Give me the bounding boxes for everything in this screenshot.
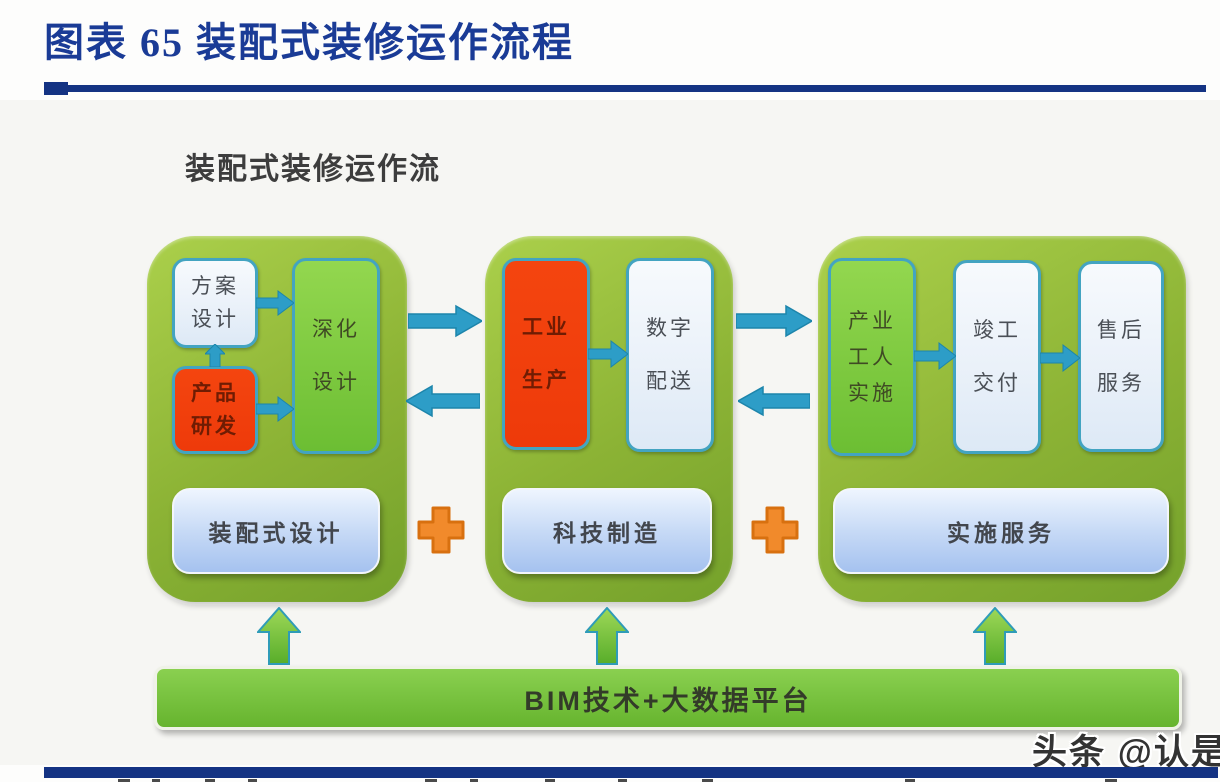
- watermark: 头条 @认是: [1032, 733, 1220, 772]
- arrow-right-icon: [735, 304, 814, 338]
- arrow-right-icon: [1039, 343, 1081, 373]
- pill-assembly-design: 装配式设计: [172, 488, 380, 574]
- cropped-text-fragment: [425, 779, 437, 782]
- node-label-line: 研发: [191, 415, 239, 438]
- cropped-text-fragment: [702, 779, 713, 782]
- node-label-line: 设计: [191, 308, 239, 331]
- arrow-up-icon: [255, 606, 303, 665]
- node-scheme-design: 方案 设计: [172, 258, 258, 348]
- arrow-up-icon: [971, 606, 1019, 665]
- arrow-left-icon: [736, 385, 811, 417]
- node-label-line: 售后: [1097, 318, 1145, 342]
- node-label-line: 服务: [1097, 371, 1145, 395]
- arrow-right-icon: [255, 396, 295, 422]
- node-label-line: 竣工: [973, 319, 1021, 342]
- page-title: 图表 65 装配式装修运作流程: [44, 20, 574, 65]
- cropped-text-fragment: [618, 779, 627, 782]
- arrow-right-icon: [587, 339, 629, 369]
- title-underline: [44, 82, 1206, 95]
- diagram-title: 装配式装修运作流: [185, 153, 441, 186]
- pill-tech-manufacturing: 科技制造: [502, 488, 712, 574]
- arrow-up-icon: [583, 606, 631, 665]
- cropped-text-fragment: [1105, 779, 1117, 782]
- cropped-text-fragment: [205, 779, 215, 782]
- node-completion-handover: 竣工 交付: [953, 260, 1041, 454]
- arrow-up-icon: [203, 343, 227, 368]
- node-industrial-workers: 产业 工人 实施: [828, 258, 916, 456]
- node-digital-delivery: 数字 配送: [626, 258, 714, 452]
- node-label-line: 实施: [848, 381, 896, 405]
- arrow-right-icon: [255, 290, 295, 316]
- cropped-text-fragment: [470, 779, 478, 782]
- node-deepen-design: 深化 设计: [292, 258, 380, 454]
- cropped-text-fragment: [152, 779, 160, 782]
- node-label-line: 工人: [848, 345, 896, 369]
- title-underline-accent: [44, 82, 68, 95]
- cropped-text-fragment: [905, 779, 915, 782]
- bottom-rule: [44, 767, 1218, 778]
- platform-bar: BIM技术+大数据平台: [154, 666, 1182, 730]
- plus-icon: [751, 506, 799, 554]
- arrow-right-icon: [407, 304, 484, 338]
- node-label-line: 产品: [191, 382, 239, 405]
- node-label-line: 工业: [522, 316, 570, 339]
- node-label-line: 配送: [646, 370, 694, 393]
- node-label-line: 产业: [848, 309, 896, 333]
- cropped-text-fragment: [545, 779, 555, 782]
- cropped-text-fragment: [118, 779, 130, 782]
- node-product-rd: 产品 研发: [172, 366, 258, 454]
- arrow-right-icon: [913, 341, 957, 371]
- node-label-line: 交付: [973, 372, 1021, 395]
- cropped-text-fragment: [248, 779, 257, 782]
- plus-icon: [417, 506, 465, 554]
- arrow-left-icon: [404, 384, 481, 418]
- node-industrial-production: 工业 生产: [502, 258, 590, 450]
- node-label-line: 数字: [646, 317, 694, 340]
- pill-implementation-service: 实施服务: [833, 488, 1169, 574]
- node-label-line: 生产: [522, 369, 570, 392]
- node-label-line: 方案: [191, 275, 239, 298]
- node-aftersales-service: 售后 服务: [1078, 261, 1164, 452]
- node-label-line: 设计: [312, 371, 360, 394]
- node-label-line: 深化: [312, 318, 360, 341]
